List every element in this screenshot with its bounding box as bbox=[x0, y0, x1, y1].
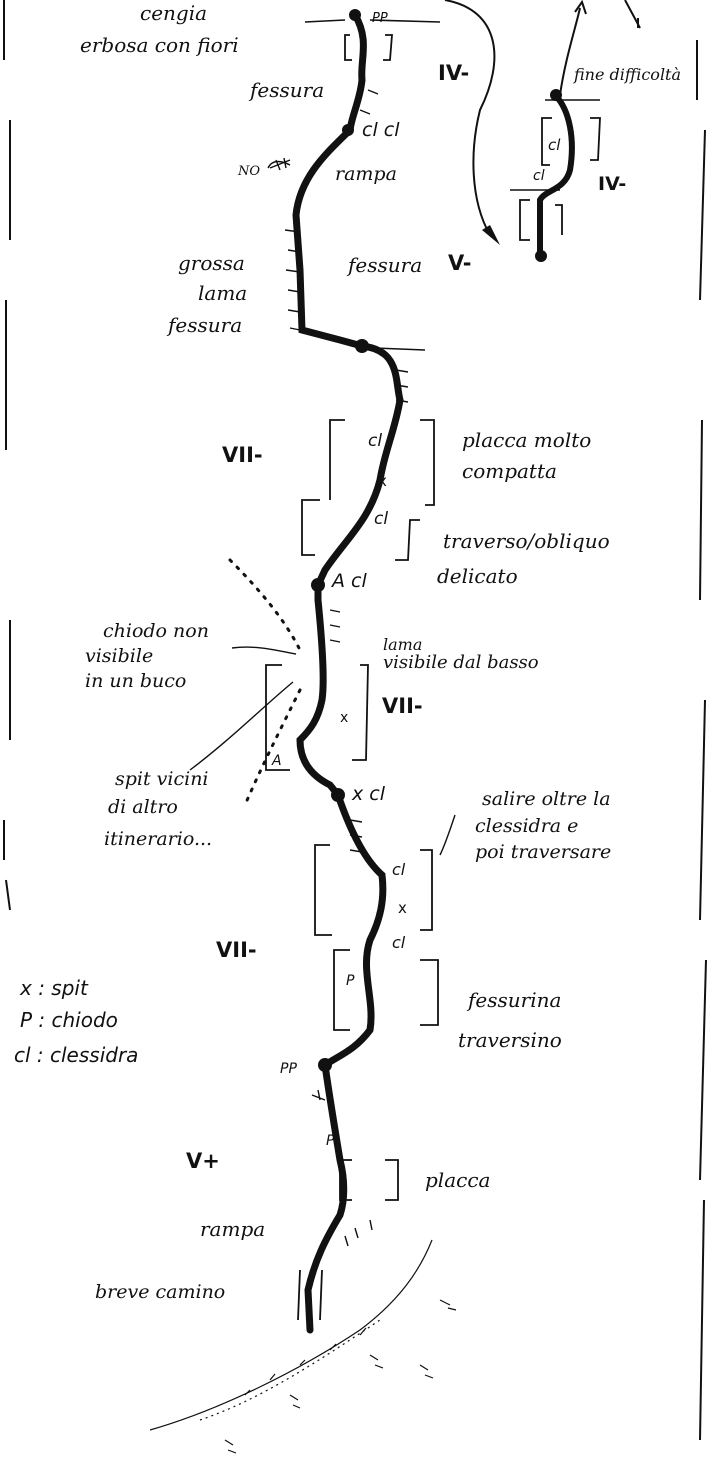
label-lama-visibile-2: visibile dal basso bbox=[383, 652, 539, 673]
label-salire-1: salire oltre la bbox=[482, 788, 611, 810]
grade-v-minus: V- bbox=[448, 251, 471, 275]
mark-cl-4: cl bbox=[392, 933, 406, 952]
mark-x-1: x bbox=[378, 472, 387, 490]
rock-hatching bbox=[269, 89, 409, 1247]
label-placca-molto: placca molto bbox=[462, 428, 591, 452]
legend-clessidra: cl : clessidra bbox=[14, 1043, 138, 1067]
mark-side-cl-2: cl bbox=[533, 168, 545, 184]
label-fine-difficolta: fine difficoltà bbox=[573, 65, 681, 84]
legend-spit: x : spit bbox=[19, 976, 89, 1000]
other-route-dotted bbox=[228, 558, 302, 807]
mark-pp-top: PP bbox=[372, 11, 388, 26]
grade-vii-2: VII- bbox=[382, 694, 423, 718]
page-edge-lines bbox=[3, 0, 707, 1441]
mark-cl-top: cl cl bbox=[362, 119, 400, 141]
label-erbosa: erbosa con fiori bbox=[80, 33, 239, 57]
mark-x-2: x bbox=[398, 899, 407, 917]
grade-iv-top: IV- bbox=[438, 61, 469, 85]
leader-arrows bbox=[189, 160, 456, 856]
label-salire-3: poi traversare bbox=[475, 841, 611, 863]
label-spit-vicini: spit vicini bbox=[115, 768, 209, 790]
belay-stations bbox=[311, 9, 562, 1072]
mark-p-1: P bbox=[346, 973, 355, 989]
label-fessura-top: fessura bbox=[248, 78, 324, 102]
label-in-un-buco: in un buco bbox=[85, 670, 186, 692]
mark-side-cl-1: cl bbox=[548, 136, 561, 154]
curved-arrow bbox=[444, 0, 496, 236]
label-delicato: delicato bbox=[437, 564, 518, 588]
label-di-altro: di altro bbox=[108, 796, 178, 818]
label-compatta: compatta bbox=[462, 459, 557, 483]
belay-station bbox=[550, 89, 562, 101]
label-rampa-top: rampa bbox=[335, 163, 397, 185]
grade-vii-1: VII- bbox=[222, 443, 263, 467]
main-route-line bbox=[292, 11, 404, 1334]
side-arrow-up bbox=[559, 7, 581, 96]
mark-a-left: A bbox=[271, 753, 282, 769]
legend: x : spit P : chiodo cl : clessidra bbox=[14, 976, 138, 1067]
label-lama-visibile-1: lama bbox=[383, 635, 422, 654]
belay-station bbox=[318, 1058, 332, 1072]
label-placca-low: placca bbox=[425, 1168, 490, 1192]
side-route-line bbox=[537, 92, 575, 258]
scree-base bbox=[149, 1239, 457, 1454]
mark-cl-2: cl bbox=[374, 509, 388, 529]
mark-a-cl: A cl bbox=[330, 570, 367, 592]
legend-chiodo: P : chiodo bbox=[20, 1008, 118, 1032]
mark-cl-3: cl bbox=[392, 860, 406, 879]
belay-station bbox=[311, 578, 325, 592]
label-visibile: visibile bbox=[85, 645, 153, 667]
grade-iv-side: IV- bbox=[598, 173, 626, 195]
mark-x-vii: x bbox=[340, 710, 348, 726]
mark-pp-low: PP bbox=[280, 1061, 297, 1077]
belay-station bbox=[331, 788, 345, 802]
mark-cl-1: cl bbox=[368, 431, 382, 451]
mark-p-2: P bbox=[326, 1133, 335, 1149]
label-itinerario: itinerario... bbox=[104, 828, 212, 850]
label-chiodo-non: chiodo non bbox=[103, 620, 209, 642]
ledge-lines bbox=[304, 19, 600, 351]
label-traverso: traverso/obliquo bbox=[443, 529, 610, 553]
section-brackets bbox=[265, 34, 601, 1321]
belay-station bbox=[535, 250, 547, 262]
label-salire-2: clessidra e bbox=[475, 815, 578, 837]
mark-x-cl: x cl bbox=[351, 783, 386, 805]
belay-station bbox=[349, 9, 361, 21]
label-lama: lama bbox=[198, 281, 247, 305]
label-fessura-mid: fessura bbox=[346, 253, 422, 277]
label-fessurina: fessurina bbox=[466, 988, 561, 1012]
belay-station bbox=[355, 339, 369, 353]
label-cengia: cengia bbox=[140, 1, 207, 25]
grade-v-plus: V+ bbox=[186, 1149, 220, 1173]
grade-vii-3: VII- bbox=[216, 938, 257, 962]
belay-station bbox=[342, 124, 354, 136]
label-breve-camino: breve camino bbox=[95, 1281, 225, 1303]
label-traversino: traversino bbox=[458, 1028, 562, 1052]
label-grossa: grossa bbox=[178, 251, 245, 275]
label-fessura-left: fessura bbox=[166, 313, 242, 337]
label-rampa-low: rampa bbox=[200, 1217, 265, 1241]
label-no: NO bbox=[237, 164, 260, 179]
